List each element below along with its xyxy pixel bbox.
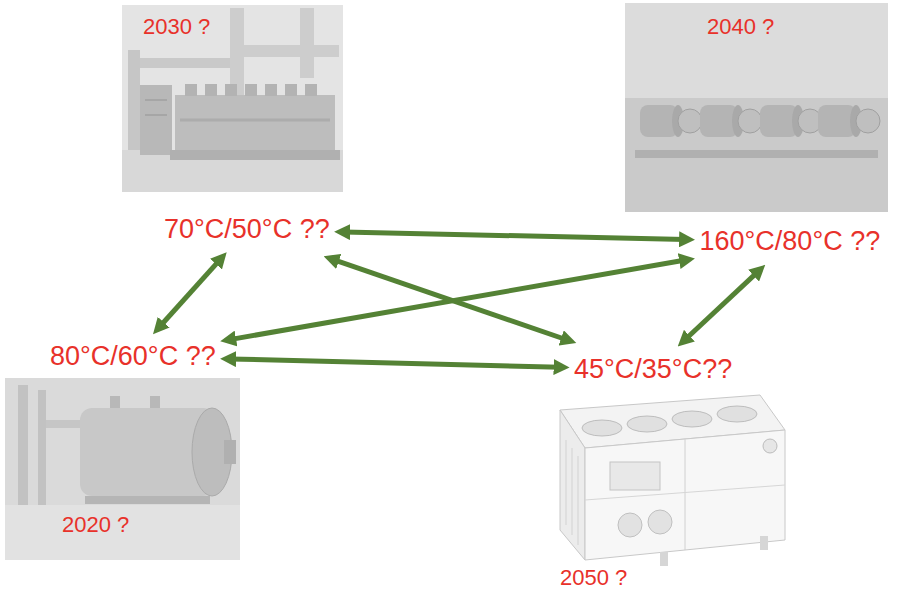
- boiler-photo: [224, 440, 236, 464]
- pump-room-photo: [635, 150, 700, 158]
- pump-room-photo: [856, 109, 880, 133]
- double-arrow: [230, 260, 686, 340]
- chiller-unit-picture: [566, 440, 567, 525]
- connector-group: [159, 232, 758, 367]
- engine-room-photo: [175, 95, 335, 150]
- boiler-photo: [38, 390, 46, 505]
- year-label: 2020 ?: [62, 512, 129, 537]
- pump-room-photo: [738, 109, 762, 133]
- boiler-photo: [5, 378, 240, 560]
- pump-room-photo: [625, 3, 888, 212]
- engine-room-photo: [128, 50, 140, 150]
- engine-room-photo: [145, 99, 167, 101]
- engine-room-photo: [205, 84, 217, 96]
- photo-panel: 80°C/60°C ??2020 ?: [5, 378, 240, 560]
- pump-room-photo: [695, 150, 760, 158]
- year-label: 2030 ?: [143, 14, 210, 39]
- chiller-unit-picture: [560, 410, 585, 560]
- photo-panel: 45°C/35°C??2050 ?: [518, 393, 790, 595]
- temperature-label: 70°C/50°C ??: [164, 214, 330, 245]
- boiler-photo: [18, 385, 28, 505]
- temperature-label: 160°C/80°C ??: [700, 226, 881, 257]
- boiler-photo: [5, 378, 240, 560]
- pump-room-photo: [678, 109, 702, 133]
- boiler-photo: [46, 420, 80, 428]
- engine-room-photo: [145, 114, 167, 116]
- engine-room-photo: [185, 84, 197, 96]
- engine-room-photo: [245, 84, 257, 96]
- engine-room-photo: [122, 5, 343, 192]
- chiller-unit-picture: [660, 552, 668, 566]
- temperature-label: 45°C/35°C??: [574, 354, 732, 385]
- boiler-photo: [150, 396, 160, 408]
- engine-room-photo: [244, 45, 339, 57]
- boiler-photo: [85, 496, 210, 504]
- chiller-unit-picture: [585, 430, 785, 560]
- engine-room-photo: [170, 150, 340, 160]
- chiller-unit-picture: [760, 536, 768, 550]
- pump-room-photo: [625, 3, 888, 212]
- engine-room-photo: [225, 84, 237, 96]
- pump-room-photo: [755, 150, 820, 158]
- chiller-unit-picture: [578, 456, 579, 545]
- photo-panel: 2040 ?160°C/80°C ??: [625, 3, 888, 212]
- chiller-unit-picture: [672, 411, 712, 427]
- chiller-unit-picture: [627, 416, 667, 432]
- pump-room-photo: [625, 3, 888, 98]
- chiller-unit-picture: [618, 513, 642, 537]
- double-arrow: [344, 232, 686, 240]
- pump-room-photo: [625, 98, 888, 212]
- engine-room-photo: [305, 84, 317, 96]
- year-label: 2050 ?: [560, 565, 627, 590]
- engine-room-photo: [300, 8, 314, 78]
- boiler-photo: [5, 505, 240, 560]
- chiller-unit-picture: [717, 406, 757, 422]
- chiller-unit-picture: [560, 395, 785, 566]
- photo-panel: 2030 ?70°C/50°C ??: [122, 5, 343, 192]
- double-arrow: [685, 271, 759, 340]
- chiller-unit-picture: [572, 448, 573, 535]
- engine-room-photo: [180, 119, 330, 122]
- chiller-unit-picture: [648, 510, 672, 534]
- engine-room-photo: [140, 85, 172, 155]
- chiller-unit-picture: [763, 439, 777, 453]
- temperature-label: 80°C/60°C ??: [50, 341, 216, 372]
- engine-room-photo: [285, 84, 297, 96]
- engine-room-photo: [265, 84, 277, 96]
- chiller-unit-picture: [610, 462, 660, 490]
- chiller-unit-picture: [685, 439, 686, 550]
- boiler-photo: [110, 396, 120, 408]
- pump-room-photo: [813, 150, 878, 158]
- double-arrow: [159, 259, 220, 327]
- chiller-unit-picture: [582, 420, 622, 436]
- year-label: 2040 ?: [707, 14, 774, 39]
- engine-room-photo: [122, 5, 343, 192]
- engine-room-photo: [122, 150, 343, 192]
- double-arrow: [230, 359, 560, 367]
- engine-room-photo: [140, 58, 230, 68]
